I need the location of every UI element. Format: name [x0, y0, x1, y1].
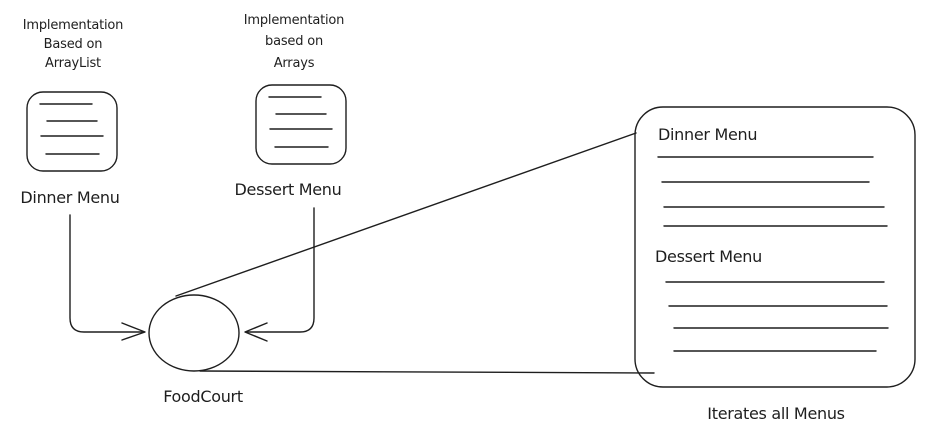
dessert-menu-label: Dessert Menu	[235, 180, 342, 199]
dinner-to-foodcourt-arrow	[69, 214, 146, 341]
projection-line-top	[175, 132, 637, 297]
combined-dessert-items	[665, 281, 889, 352]
combined-view-caption: Iterates all Menus	[707, 404, 844, 423]
combined-dessert-title: Dessert Menu	[655, 247, 762, 266]
dinner-implementation-note: Implementation Based on ArrayList	[23, 18, 124, 71]
combined-dinner-title: Dinner Menu	[658, 125, 757, 144]
dessert-note-line-2: based on	[265, 34, 323, 49]
foodcourt-label: FoodCourt	[163, 387, 243, 406]
dinner-note-line-3: ArrayList	[45, 56, 101, 71]
dinner-menu-label: Dinner Menu	[20, 188, 119, 207]
dessert-menu-list-icon[interactable]	[255, 84, 347, 165]
dessert-implementation-note: Implementation based on Arrays	[244, 13, 345, 71]
dinner-menu-list-icon[interactable]	[26, 91, 118, 172]
dessert-to-foodcourt-arrow	[244, 207, 315, 342]
dinner-note-line-2: Based on	[44, 37, 103, 52]
dessert-note-line-1: Implementation	[244, 13, 344, 28]
combined-dinner-items	[657, 156, 888, 227]
dessert-note-line-3: Arrays	[274, 56, 315, 71]
foodcourt-node[interactable]	[148, 294, 240, 372]
projection-line-bottom	[199, 370, 655, 374]
combined-menu-view[interactable]: Dinner Menu Dessert Menu	[634, 106, 916, 388]
dinner-note-line-1: Implementation	[23, 18, 123, 33]
